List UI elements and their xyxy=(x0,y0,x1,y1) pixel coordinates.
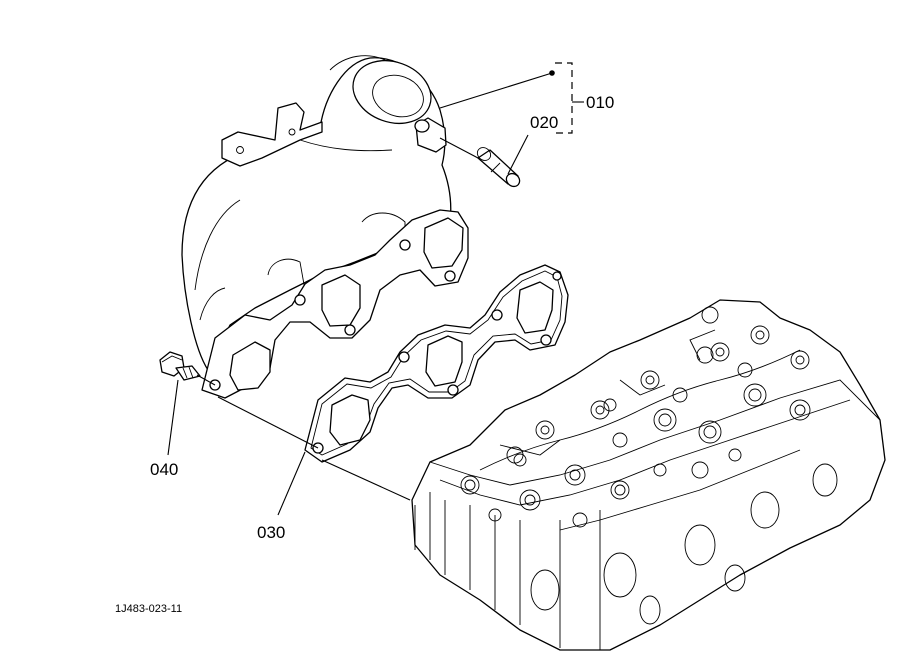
cylinder-head xyxy=(411,299,886,651)
callout-030: 030 xyxy=(257,523,285,542)
leader-040 xyxy=(167,379,179,456)
leader-020 xyxy=(507,134,529,175)
bolt xyxy=(159,351,201,381)
leader-010 xyxy=(439,70,555,109)
callout-010: 010 xyxy=(586,93,614,112)
callout-020: 020 xyxy=(530,113,558,132)
figure-id: 1J483-023-11 xyxy=(115,603,182,615)
stud xyxy=(476,147,521,188)
alignment-lines xyxy=(196,137,479,501)
exhaust-manifold xyxy=(181,55,469,399)
exhaust-manifold-gasket xyxy=(304,264,569,463)
group-bracket xyxy=(555,62,573,134)
leader-030 xyxy=(277,451,306,516)
callout-040: 040 xyxy=(150,460,178,479)
